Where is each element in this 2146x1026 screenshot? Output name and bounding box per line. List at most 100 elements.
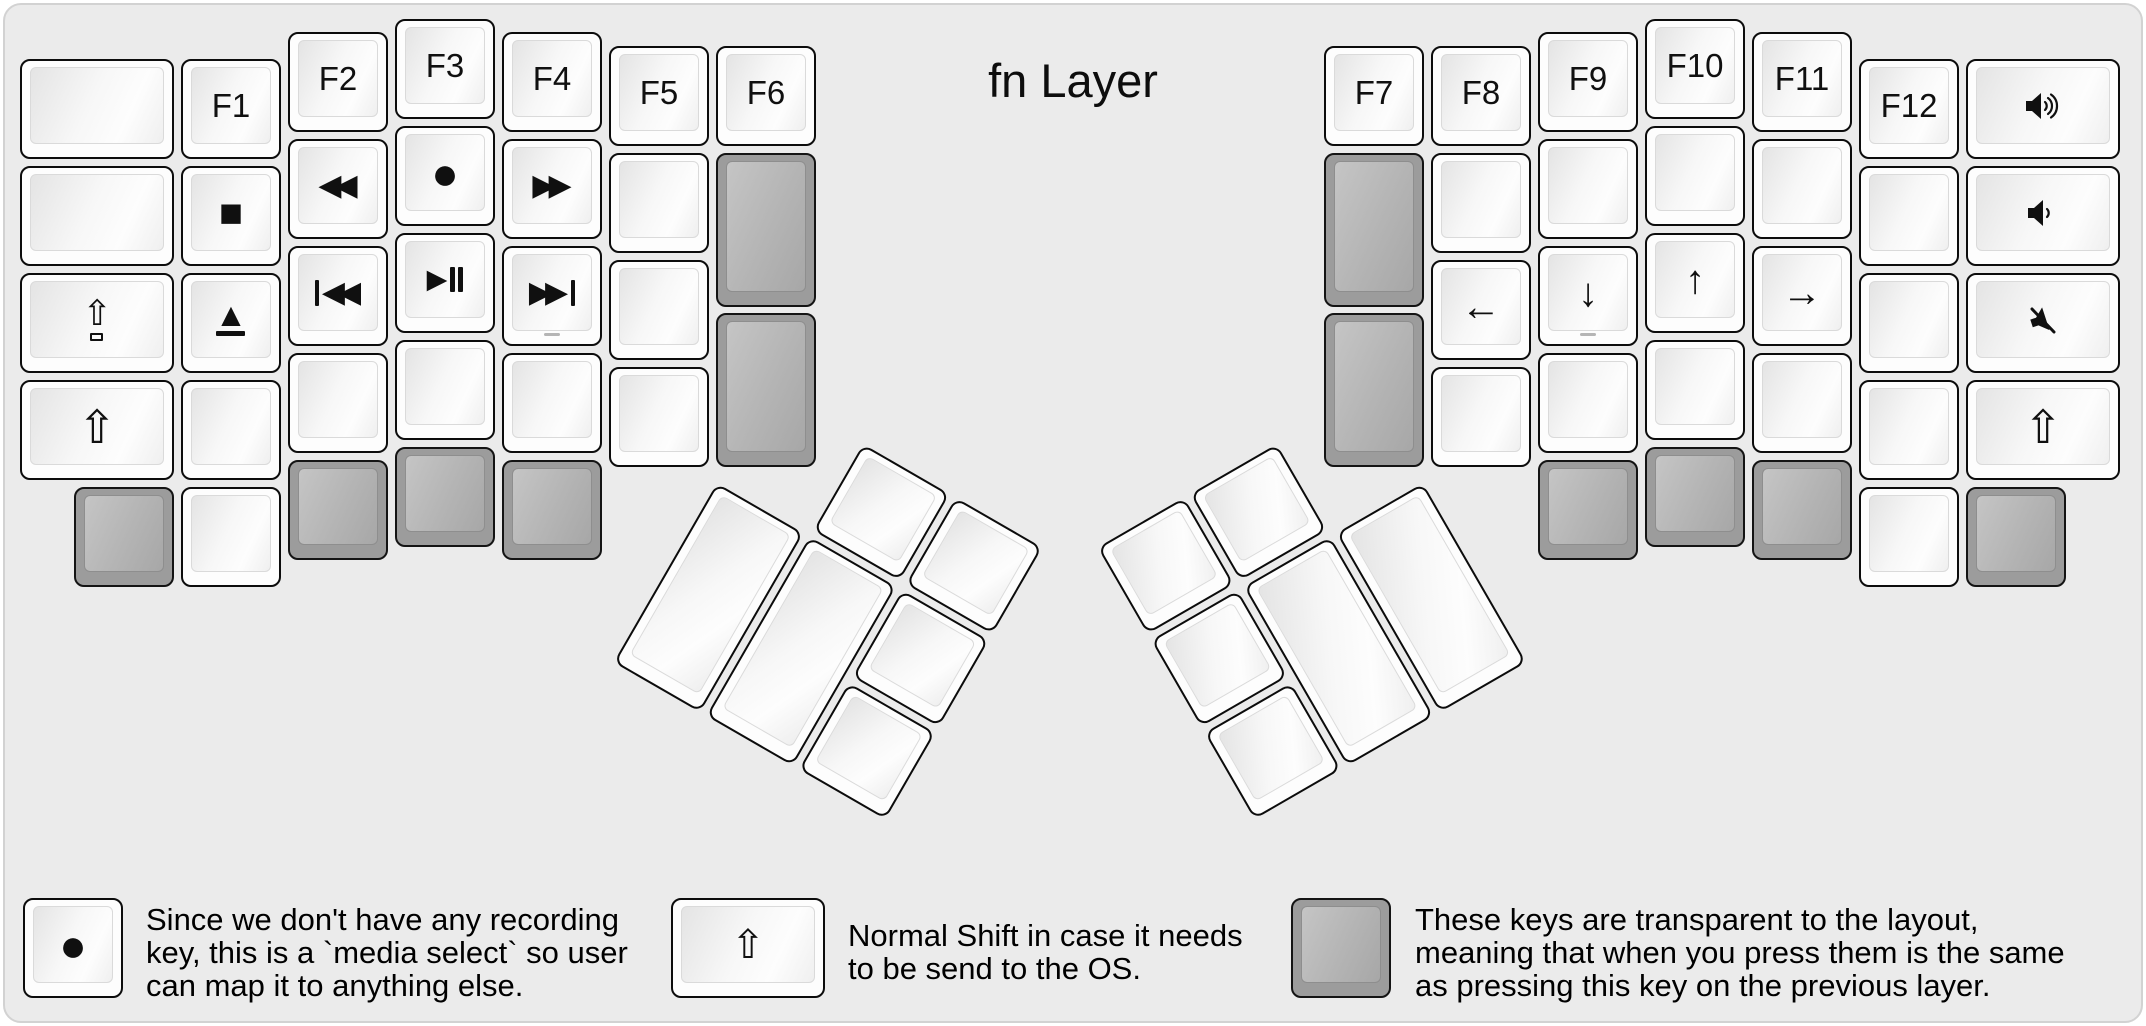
key-f12[interactable]: F12	[1859, 59, 1959, 159]
key-blank[interactable]	[1431, 367, 1531, 467]
key-shift-right[interactable]: ⇧	[1966, 380, 2120, 480]
next-track-icon: ▶▶	[528, 275, 568, 309]
f10-label: F10	[1666, 47, 1724, 84]
key-arrow-up[interactable]: ↑	[1645, 233, 1745, 333]
key-f5[interactable]: F5	[609, 46, 709, 146]
key-f11[interactable]: F11	[1752, 32, 1852, 132]
key-blank[interactable]	[181, 487, 281, 587]
key-f9[interactable]: F9	[1538, 32, 1638, 132]
key-blank[interactable]	[609, 367, 709, 467]
key-blank[interactable]	[1859, 273, 1959, 373]
key-blank[interactable]	[181, 380, 281, 480]
key-arrow-left[interactable]: ←	[1431, 260, 1531, 360]
key-rewind[interactable]: ◀◀	[288, 139, 388, 239]
f6-label: F6	[746, 74, 786, 111]
rewind-icon: ◀◀	[318, 168, 357, 202]
key-volume-down[interactable]	[1966, 166, 2120, 266]
key-transparent[interactable]	[1645, 447, 1745, 547]
key-f7[interactable]: F7	[1324, 46, 1424, 146]
f9-label: F9	[1568, 60, 1608, 97]
key-f1[interactable]: F1	[181, 59, 281, 159]
key-transparent[interactable]	[716, 313, 816, 467]
f3-label: F3	[425, 47, 465, 84]
key-caps-lock[interactable]: ⇧	[20, 273, 174, 373]
key-transparent[interactable]	[1966, 487, 2066, 587]
f11-label: F11	[1774, 60, 1830, 97]
prev-track-icon	[314, 279, 319, 306]
arrow-up-icon: ↑	[1685, 257, 1705, 302]
legend-transparent-key	[1291, 898, 1391, 998]
key-blank[interactable]	[1752, 139, 1852, 239]
key-blank[interactable]	[20, 166, 174, 266]
f1-label: F1	[211, 87, 251, 124]
stop-icon: ■	[218, 190, 244, 235]
legend-record-key: ●	[23, 898, 123, 998]
key-blank[interactable]	[1538, 139, 1638, 239]
key-f8[interactable]: F8	[1431, 46, 1531, 146]
key-prev-track[interactable]: ◀◀	[288, 246, 388, 346]
key-blank[interactable]	[1645, 126, 1745, 226]
key-transparent[interactable]	[716, 153, 816, 307]
f7-label: F7	[1354, 74, 1394, 111]
homing-bar	[544, 333, 560, 336]
legend-record-text: Since we don't have any recording key, t…	[146, 902, 628, 1003]
key-arrow-down[interactable]: ↓	[1538, 246, 1638, 346]
shift-icon: ⇧	[2023, 400, 2063, 453]
mute-icon	[2030, 306, 2056, 333]
key-blank[interactable]	[609, 153, 709, 253]
key-play-pause[interactable]: ▶	[395, 233, 495, 333]
key-blank[interactable]	[1431, 153, 1531, 253]
legend-shift-key: ⇧	[671, 898, 825, 998]
key-transparent[interactable]	[1324, 153, 1424, 307]
key-stop[interactable]: ■	[181, 166, 281, 266]
key-blank[interactable]	[1859, 487, 1959, 587]
key-arrow-right[interactable]: →	[1752, 246, 1852, 346]
caps-lock-icon: ⇧	[82, 297, 112, 341]
f8-label: F8	[1461, 74, 1501, 111]
f2-label: F2	[318, 60, 358, 97]
key-transparent[interactable]	[1324, 313, 1424, 467]
key-transparent[interactable]	[502, 460, 602, 560]
key-transparent[interactable]	[395, 447, 495, 547]
key-blank[interactable]	[20, 59, 174, 159]
homing-bar	[1580, 333, 1596, 336]
key-blank[interactable]	[1752, 353, 1852, 453]
arrow-right-icon: →	[1782, 270, 1822, 315]
volume-up-icon	[2026, 92, 2059, 119]
key-blank[interactable]	[609, 260, 709, 360]
key-blank[interactable]	[1859, 380, 1959, 480]
key-transparent[interactable]	[74, 487, 174, 587]
key-f4[interactable]: F4	[502, 32, 602, 132]
key-f6[interactable]: F6	[716, 46, 816, 146]
key-volume-up[interactable]	[1966, 59, 2120, 159]
key-blank[interactable]	[288, 353, 388, 453]
key-transparent[interactable]	[1538, 460, 1638, 560]
shift-icon: ⇧	[77, 400, 117, 453]
key-blank[interactable]	[1538, 353, 1638, 453]
key-record[interactable]: ●	[395, 126, 495, 226]
key-eject[interactable]: ▲	[181, 273, 281, 373]
key-blank[interactable]	[1859, 166, 1959, 266]
record-icon: ●	[59, 918, 87, 971]
f5-label: F5	[639, 74, 679, 111]
eject-icon: ▲	[215, 298, 247, 336]
legend-shift-text: Normal Shift in case it needs to be send…	[848, 918, 1243, 986]
layer-title: fn Layer	[988, 54, 1158, 107]
key-transparent[interactable]	[288, 460, 388, 560]
key-shift-left[interactable]: ⇧	[20, 380, 174, 480]
record-icon: ●	[431, 146, 459, 199]
key-f2[interactable]: F2	[288, 32, 388, 132]
key-next-track[interactable]: ▶▶	[502, 246, 602, 346]
f4-label: F4	[532, 60, 572, 97]
key-mute[interactable]	[1966, 273, 2120, 373]
key-blank[interactable]	[1645, 340, 1745, 440]
legend-transparent-text: These keys are transparent to the layout…	[1415, 902, 2065, 1003]
key-blank[interactable]	[395, 340, 495, 440]
key-fast-forward[interactable]: ▶▶	[502, 139, 602, 239]
key-blank[interactable]	[502, 353, 602, 453]
key-transparent[interactable]	[1752, 460, 1852, 560]
key-f10[interactable]: F10	[1645, 19, 1745, 119]
key-f3[interactable]: F3	[395, 19, 495, 119]
shift-icon: ⇧	[731, 922, 765, 967]
